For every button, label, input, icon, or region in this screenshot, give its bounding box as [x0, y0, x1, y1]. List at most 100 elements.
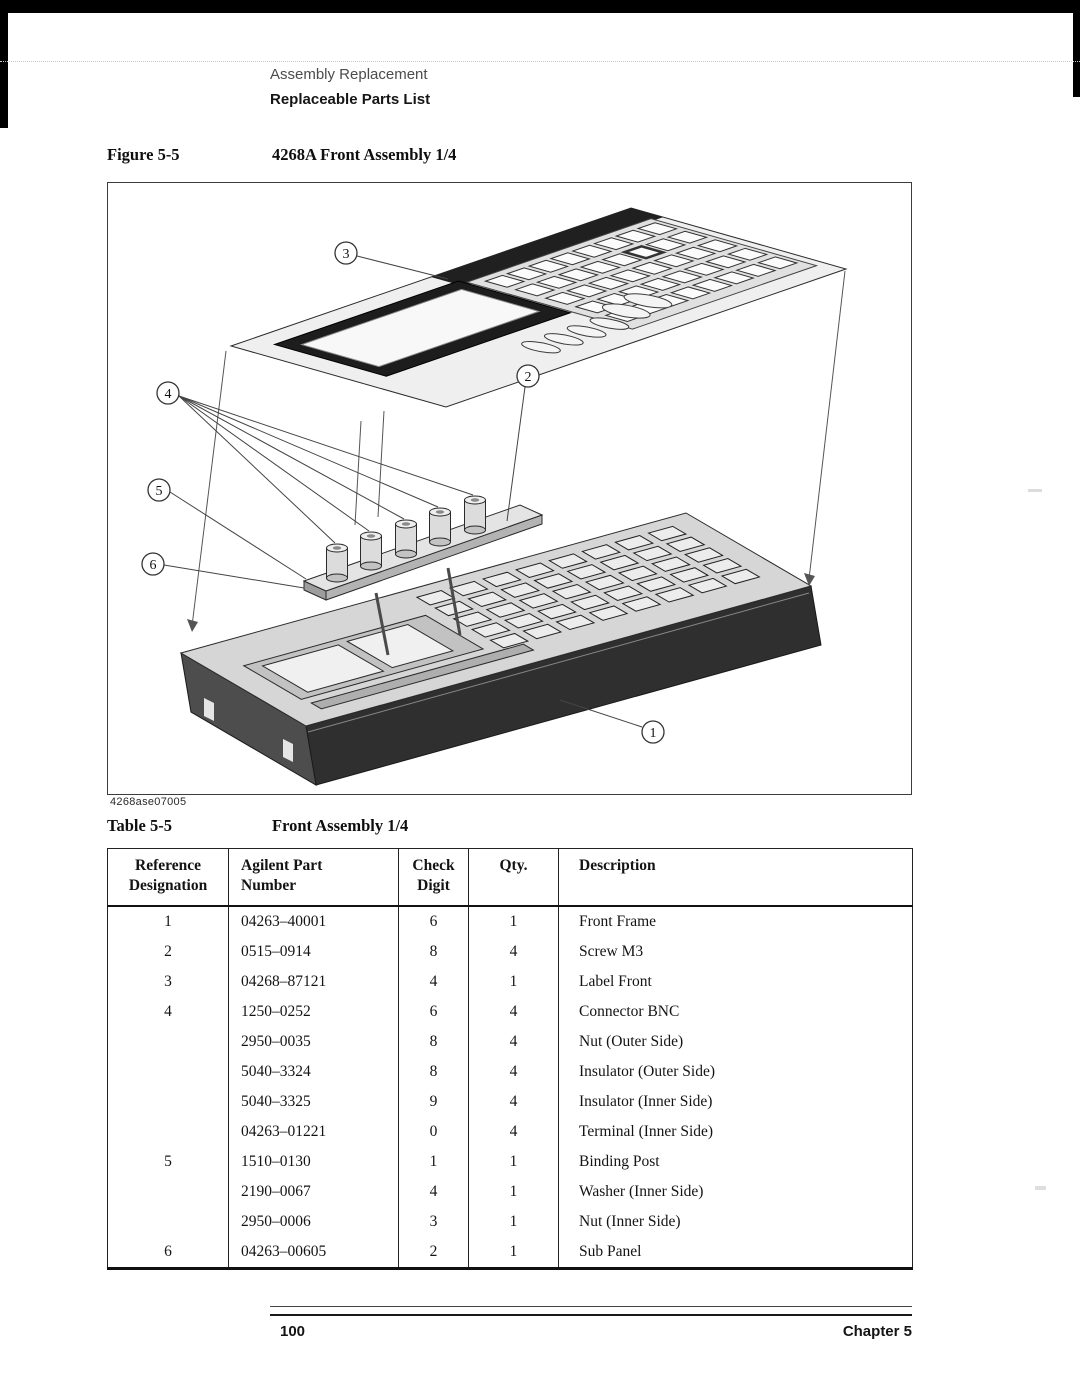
part-number-cell: 0515–0914	[228, 937, 399, 968]
frame-slot	[283, 739, 293, 762]
description-cell: Screw M3	[558, 937, 913, 968]
check-digit-cell: 2	[398, 1237, 469, 1271]
bnc-connector	[429, 507, 451, 547]
key-hole	[582, 545, 619, 559]
key-hole	[490, 633, 527, 647]
exploded-view-drawing: 3 2 4 5 6 1	[108, 183, 911, 794]
key-hole	[728, 248, 766, 260]
key-hole	[568, 565, 605, 579]
callout-leader-lines	[163, 255, 643, 728]
qty-cell: 4	[468, 937, 559, 968]
figure-image-code: 4268ase07005	[110, 796, 187, 808]
front-frame	[181, 513, 821, 785]
key-hole	[649, 526, 686, 540]
key-hole	[737, 264, 775, 276]
figure-title: 4268A Front Assembly 1/4	[272, 145, 457, 164]
description-cell: Binding Post	[558, 1147, 913, 1178]
binding-post-rod	[374, 592, 390, 656]
footer-rule-thin	[270, 1306, 912, 1307]
description-cell: Front Frame	[558, 906, 913, 938]
ref-designation-cell	[107, 1087, 229, 1118]
part-number-cell: 04263–00605	[228, 1237, 399, 1271]
ref-designation-cell	[107, 1057, 229, 1088]
key-hole	[595, 238, 633, 250]
key-hole	[671, 568, 708, 582]
key-hole	[537, 276, 575, 288]
table-number: Table 5-5	[107, 816, 172, 835]
qty-cell: 1	[468, 1147, 559, 1178]
key-hole	[616, 230, 654, 242]
table-row: 5 1510–0130 1 1 Binding Post	[107, 1147, 913, 1178]
key-hole	[615, 536, 652, 550]
key-hole	[472, 623, 509, 637]
key-hole	[663, 271, 701, 283]
key-hole	[604, 586, 641, 600]
display-window	[302, 289, 539, 366]
key-hole	[417, 591, 454, 605]
table-title: Front Assembly 1/4	[272, 816, 409, 835]
scan-artifact-top-bar	[0, 0, 1080, 13]
ref-designation-cell	[107, 1027, 229, 1058]
ref-designation-cell	[107, 1117, 229, 1148]
qty-cell: 4	[468, 997, 559, 1028]
ref-designation-cell: 5	[107, 1147, 229, 1178]
key-hole	[707, 256, 745, 268]
callout-3: 3	[334, 241, 358, 265]
part-number-cell: 04263–40001	[228, 906, 399, 938]
callout-1: 1	[641, 720, 665, 744]
key-hole	[652, 557, 689, 571]
key-hole	[568, 285, 606, 297]
scan-artifact-left-bar	[0, 0, 8, 128]
guide-arrowhead	[804, 573, 815, 586]
ref-designation-cell: 6	[107, 1237, 229, 1271]
ref-designation-cell: 4	[107, 997, 229, 1028]
description-cell: Washer (Inner Side)	[558, 1177, 913, 1208]
key-hole	[655, 255, 693, 267]
table-row: 04263–01221 0 4 Terminal (Inner Side)	[107, 1117, 913, 1148]
key-hole	[603, 254, 641, 266]
check-digit-cell: 6	[398, 906, 469, 938]
chapter-context-label: Assembly Replacement	[270, 66, 428, 83]
callout-2: 2	[516, 364, 540, 388]
key-hole	[685, 548, 722, 562]
qty-cell: 1	[468, 1177, 559, 1208]
ref-designation-cell: 3	[107, 967, 229, 998]
key-hole	[549, 554, 586, 568]
description-cell: Insulator (Outer Side)	[558, 1057, 913, 1088]
qty-cell: 4	[468, 1117, 559, 1148]
figure-caption: Figure 5-5 4268A Front Assembly 1/4	[107, 145, 456, 165]
frame-key-holes	[417, 526, 759, 647]
ref-designation-cell	[107, 1177, 229, 1208]
key-hole	[468, 592, 505, 606]
key-hole	[671, 287, 709, 299]
table-row: 2190–0067 4 1 Washer (Inner Side)	[107, 1177, 913, 1208]
panel-keys	[486, 223, 797, 322]
key-hole	[586, 575, 623, 589]
table-row: 1 04263–40001 6 1 Front Frame	[107, 906, 913, 938]
key-hole	[677, 247, 715, 259]
footer-rule-thick	[270, 1314, 912, 1316]
bnc-sub-assembly	[302, 495, 544, 656]
key-hole	[502, 583, 539, 597]
svg-text:2: 2	[525, 370, 532, 385]
key-hole	[589, 277, 627, 289]
scan-artifact-right-bar	[1073, 0, 1080, 97]
key-hole	[638, 223, 676, 235]
check-digit-cell: 1	[398, 1147, 469, 1178]
key-hole	[505, 614, 542, 628]
scan-smudge	[1035, 1186, 1046, 1190]
bnc-connector	[360, 531, 382, 571]
section-title: Replaceable Parts List	[270, 91, 431, 108]
description-cell: Terminal (Inner Side)	[558, 1117, 913, 1148]
check-digit-cell: 4	[398, 967, 469, 998]
col-header-description: Description	[558, 848, 913, 908]
key-hole	[516, 284, 554, 296]
key-hole	[601, 555, 638, 569]
part-number-cell: 1250–0252	[228, 997, 399, 1028]
key-hole	[637, 577, 674, 591]
key-hole	[689, 578, 726, 592]
key-hole	[656, 588, 693, 602]
part-number-cell: 5040–3324	[228, 1057, 399, 1088]
key-hole	[450, 581, 487, 595]
